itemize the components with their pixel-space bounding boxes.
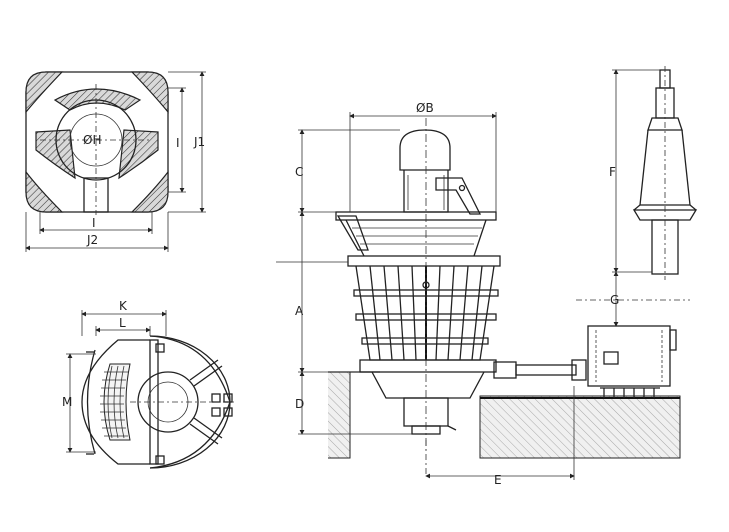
top-plan-view: ØH I J1 I J2 xyxy=(25,71,206,252)
shaft-detail: F G xyxy=(609,66,698,327)
top-dome xyxy=(399,129,451,171)
corner-pad-bl xyxy=(25,170,64,213)
center-hub xyxy=(137,371,199,433)
label-j2: J2 xyxy=(86,233,98,247)
label-c: C xyxy=(295,165,303,179)
label-i-horizontal: I xyxy=(92,216,96,230)
shaft-coupling-left xyxy=(493,361,517,379)
label-i-vertical: I xyxy=(176,136,180,150)
label-f: F xyxy=(609,165,616,179)
corner-pad-br xyxy=(130,170,169,213)
arm-right xyxy=(118,129,159,180)
arm-left xyxy=(336,215,369,251)
label-a: A xyxy=(295,304,304,318)
bolt-square xyxy=(211,393,221,403)
label-g: G xyxy=(610,293,619,307)
arm-right xyxy=(435,177,482,215)
housing-outline-left xyxy=(81,339,150,465)
slot-grid xyxy=(100,363,131,441)
shaft-coupling-right xyxy=(571,359,587,381)
label-j1: J1 xyxy=(193,135,205,149)
shaft-cone xyxy=(639,129,691,206)
label-e: E xyxy=(494,473,502,487)
upper-frame xyxy=(335,211,497,221)
label-k: K xyxy=(119,299,128,313)
label-d: D xyxy=(295,397,304,411)
bottom-view: K L M xyxy=(62,299,236,469)
drive-shaft xyxy=(515,364,577,376)
foundation-left xyxy=(328,371,351,459)
label-diameter-b: ØB xyxy=(416,101,434,115)
corner-pad-tr xyxy=(130,71,169,114)
base-ring xyxy=(359,359,497,373)
corner-pad-tl xyxy=(25,71,64,114)
label-l: L xyxy=(119,316,126,330)
label-diameter-h: ØH xyxy=(83,133,101,147)
foundation-right xyxy=(479,395,681,459)
label-m: M xyxy=(62,395,72,409)
top-flange xyxy=(347,255,501,267)
motor-body xyxy=(587,325,671,387)
main-elevation: ØB C A D E xyxy=(276,101,690,487)
